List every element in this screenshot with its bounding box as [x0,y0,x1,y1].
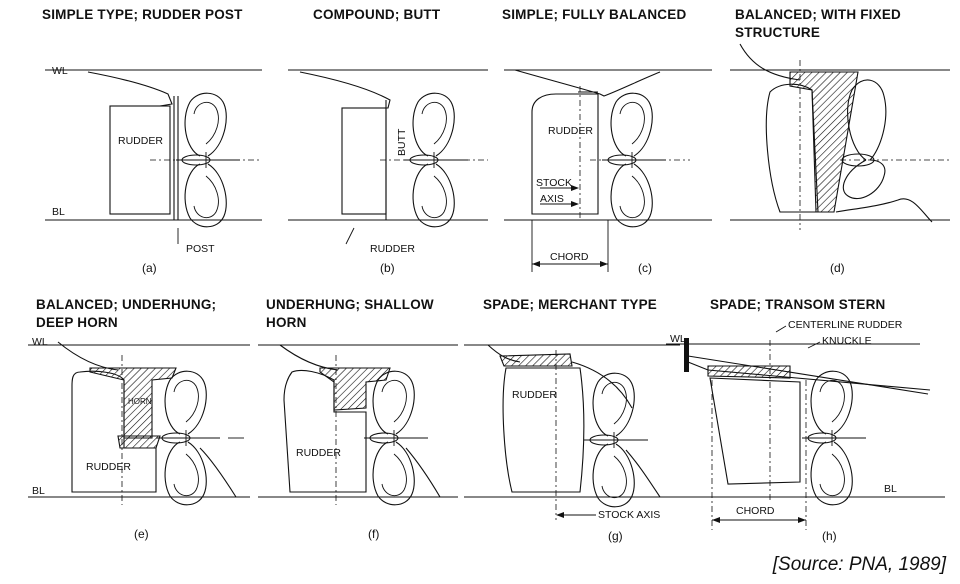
panel-c-title: SIMPLE; FULLY BALANCED [502,7,687,22]
horn [319,367,391,411]
hull-profile [57,341,119,371]
panel-a: WL BL RUDDER POST (a) [45,65,262,275]
post-label: POST [186,243,215,255]
rudder-blade [341,107,387,215]
panel-h-title: SPADE; TRANSOM STERN [710,297,886,312]
knuckle-label: KNUCKLE [822,335,872,347]
rudder-blade [709,377,801,485]
wl-label: WL [670,333,686,345]
bl-label: BL [32,485,45,497]
hull-profile [87,71,173,107]
panel-b: BUTT RUDDER (b) [288,69,488,275]
hull-profile [514,69,661,97]
rudder-blade [71,370,157,493]
wl-label: WL [52,65,68,77]
rudder-label: RUDDER [512,389,557,401]
caption-e: (e) [134,527,149,541]
axis-label: AXIS [540,193,564,205]
panel-c: RUDDER STOCK AXIS CHORD (c) [504,69,712,275]
panel-d: (d) [730,43,950,275]
caption-g: (g) [608,529,623,543]
bl-label: BL [52,206,65,218]
caption-b: (b) [380,261,395,275]
panel-b-title: COMPOUND; BUTT [313,7,441,22]
rudder-label: RUDDER [548,125,593,137]
rudder-stock-housing [499,353,573,367]
propeller-icon [801,370,867,506]
butt-label: BUTT [396,128,408,156]
panel-a-title: SIMPLE TYPE; RUDDER POST [42,7,243,22]
panel-g-title: SPADE; MERCHANT TYPE [483,297,658,312]
chord-label: CHORD [550,251,589,263]
horn-label: HORN [128,397,152,406]
stock-label: STOCK [536,177,572,189]
panel-e-title: BALANCED; UNDERHUNG;DEEP HORN [36,297,217,330]
rudder-label: RUDDER [370,243,415,255]
bl-label: BL [884,483,897,495]
chord-label: CHORD [736,505,775,517]
wl-label: WL [32,336,48,348]
rudder-blade [502,367,585,493]
hull-profile [279,344,339,371]
panel-e: WL BL HORN RUDDER (e) [28,336,250,541]
hull-bottom [687,355,929,395]
stock-axis-label: STOCK AXIS [598,509,660,521]
propeller-icon [363,370,429,506]
rudder-label: RUDDER [86,461,131,473]
hull-profile [299,71,391,109]
rudder-label: RUDDER [296,447,341,459]
rudder-blade [531,93,599,215]
caption-a: (a) [142,261,157,275]
propeller-icon [583,372,649,508]
caption-h: (h) [822,529,837,543]
caption-c: (c) [638,261,652,275]
rudder-stock-housing [707,365,791,379]
rudder-blade [765,83,819,213]
caption-f: (f) [368,527,379,541]
centerline-rudder-label: CENTERLINE RUDDER [788,319,903,331]
propeller-icon [155,370,221,506]
rudder-label: RUDDER [118,135,163,147]
caption-d: (d) [830,261,845,275]
source-citation: [Source: PNA, 1989] [772,554,946,575]
rudder-blade [283,369,367,493]
panel-f: RUDDER (f) [258,344,458,541]
panel-h: WL BL CENTERLINE RUDDER KNUCKLE CHORD (h… [666,319,945,543]
panel-g: RUDDER STOCK AXIS (g) [464,344,680,543]
